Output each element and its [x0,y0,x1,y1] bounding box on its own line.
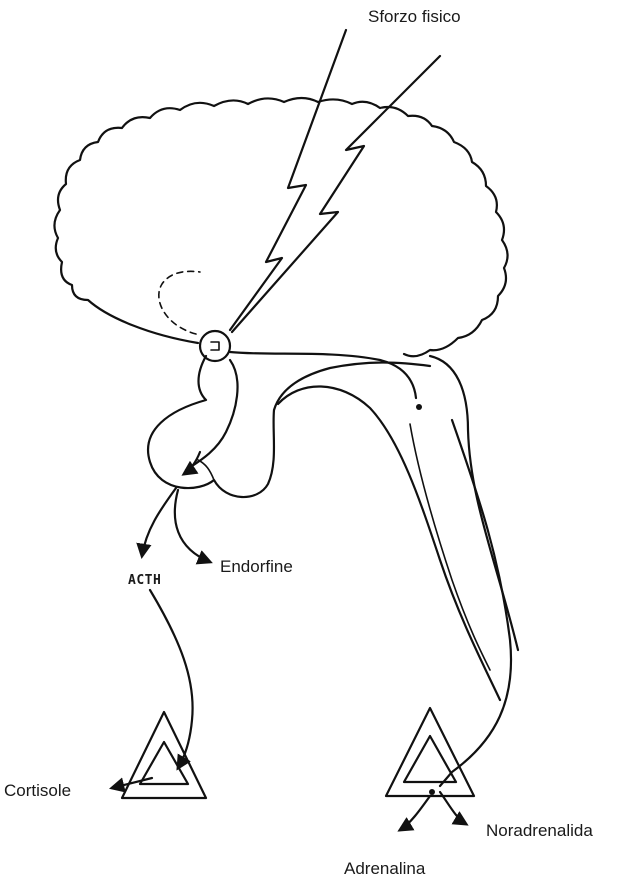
label-adrenaline: Adrenalina [344,860,425,877]
label-cortisol: Cortisole [4,782,71,799]
spinal-cord-center [410,424,490,670]
label-stimulus: Sforzo fisico [368,8,461,25]
pituitary-lobe-divider [198,460,214,480]
stimulus-bolt-right [232,56,440,332]
brain-cortex-outline [54,98,507,356]
pituitary-outline [148,356,430,497]
label-noradrenaline: Noradrenalida [486,822,593,839]
adrenal-medulla-dot [429,789,435,795]
hypothalamus-inner-mark [211,342,219,350]
acth-release-arrow [142,488,176,556]
hypothalamus-brainstem-fiber [230,352,416,398]
spinal-cord-inner [278,386,500,700]
acth-to-adrenal-path [150,590,193,768]
sympathetic-nerve-path [440,420,511,786]
label-endorphins: Endorfine [220,558,293,575]
endorphin-release-arrow [175,490,210,562]
brainstem-dot [416,404,422,410]
pituitary-inner-line [186,360,238,470]
stimulus-bolt-left [230,30,346,330]
thalamus-dashed-arc [159,271,200,334]
adrenaline-arrow [400,796,430,830]
label-acth: ACTH [128,574,161,587]
